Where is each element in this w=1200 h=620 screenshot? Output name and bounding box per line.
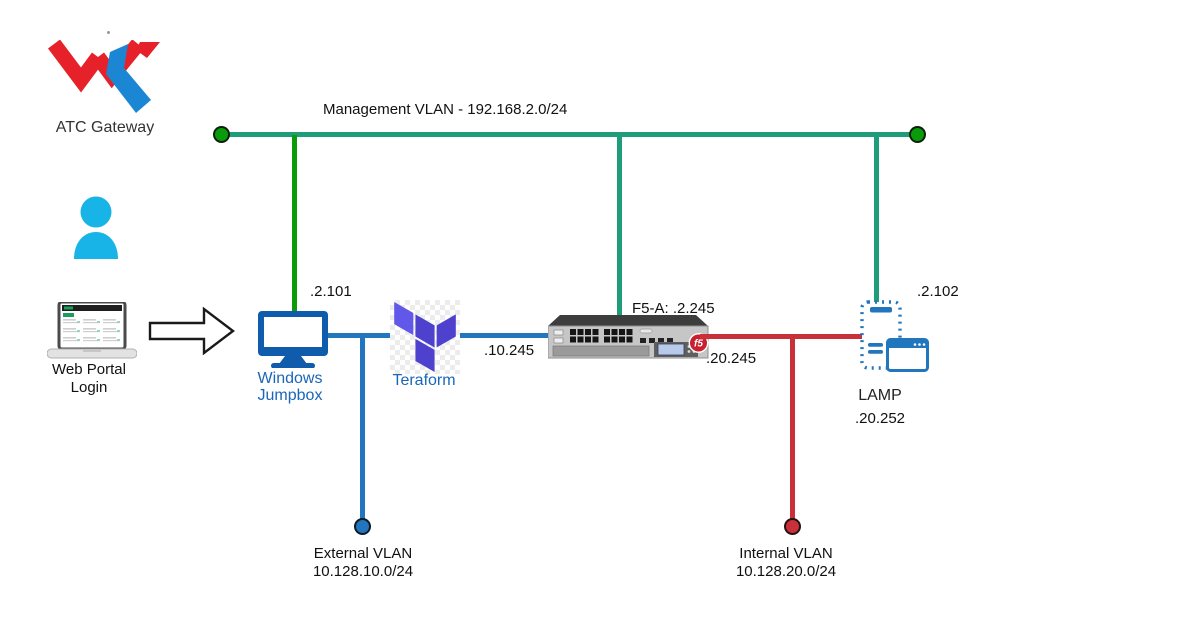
- mgmt-link-jumpbox-line: [292, 135, 297, 312]
- f5-name-label: F5-A: .2.245: [632, 300, 715, 317]
- f5-internal-ip: .20.245: [706, 350, 757, 367]
- terraform-logo-icon: [394, 302, 456, 372]
- atc-gateway-logo-icon: [48, 40, 160, 113]
- external-vlan-name: External VLAN: [313, 545, 413, 562]
- flow-arrow-icon: [148, 306, 235, 356]
- windows-jumpbox-icon: [258, 311, 328, 368]
- terraform-f5-link: [456, 333, 548, 338]
- terraform-label: Teraform: [392, 372, 456, 389]
- external-vlan-endpoint: [354, 518, 371, 535]
- web-portal-label-line2: Login: [70, 379, 108, 396]
- lamp-internal-ip: .20.252: [854, 410, 906, 427]
- management-vlan-line: [222, 132, 918, 137]
- external-vlan-label: External VLAN 10.128.10.0/24: [293, 545, 433, 581]
- logo-dot: [107, 31, 110, 34]
- lamp-mgmt-ip: .2.102: [917, 283, 959, 300]
- f5-external-ip: .10.245: [484, 342, 535, 359]
- external-vlan-subnet: 10.128.10.0/24: [312, 563, 414, 580]
- user-icon: [74, 196, 118, 259]
- mgmt-link-lamp-line: [874, 135, 879, 302]
- mgmt-link-f5-line: [617, 135, 622, 320]
- f5-badge: f5: [694, 339, 703, 350]
- internal-vlan-name: Internal VLAN: [739, 545, 833, 562]
- management-vlan-endpoint-right: [909, 126, 926, 143]
- f5-appliance-icon: f5: [548, 315, 709, 359]
- internal-vlan-subnet: 10.128.20.0/24: [735, 563, 837, 580]
- internal-vlan-label: Internal VLAN 10.128.20.0/24: [716, 545, 856, 581]
- web-portal-screenshot: [47, 302, 137, 359]
- atc-gateway-label: ATC Gateway: [55, 119, 155, 136]
- jumpbox-mgmt-ip: .2.101: [310, 283, 352, 300]
- terraform-logo: [390, 300, 460, 374]
- lamp-label: LAMP: [858, 387, 902, 404]
- jumpbox-label: Windows Jumpbox: [230, 370, 350, 404]
- internal-vlan-endpoint: [784, 518, 801, 535]
- f5-lamp-link: [700, 334, 862, 339]
- web-portal-label-line1: Web Portal: [52, 361, 126, 378]
- web-portal-label: Web Portal Login: [39, 361, 139, 397]
- jumpbox-label-line1: Windows: [257, 370, 323, 387]
- management-vlan-endpoint-left: [213, 126, 230, 143]
- internal-vlan-line: [790, 334, 795, 519]
- lamp-vm-icon: [860, 300, 929, 372]
- jumpbox-label-line2: Jumpbox: [257, 387, 323, 404]
- external-vlan-line: [360, 333, 365, 519]
- management-vlan-label: Management VLAN - 192.168.2.0/24: [323, 101, 568, 118]
